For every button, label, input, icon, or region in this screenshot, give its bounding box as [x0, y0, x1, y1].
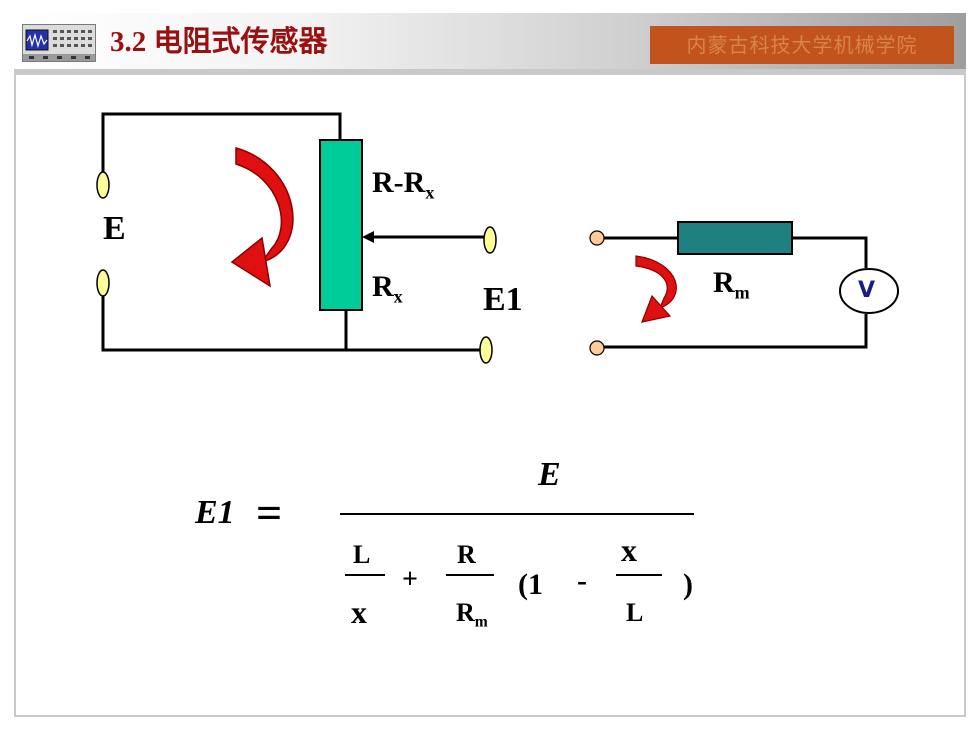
term1-numerator: L: [353, 540, 371, 569]
voltmeter-label: V: [858, 278, 876, 303]
term1-fraction-line: [345, 574, 385, 576]
slide-title: 3.2 电阻式传感器: [110, 26, 328, 58]
institution-badge: 内蒙古科技大学机械学院: [650, 26, 954, 64]
current-arrow-right: [635, 255, 677, 323]
term2-fraction-line: [446, 574, 494, 576]
wiper-arrowhead: [362, 231, 374, 243]
terminal-right-top: [589, 230, 605, 246]
term3-denominator: L: [626, 598, 644, 627]
slide-frame: [14, 13, 966, 717]
formula-minus: -: [577, 564, 587, 597]
terminal-right-bottom: [589, 340, 605, 356]
left-circuit-wires: [101, 112, 488, 352]
voltmeter-icon: [839, 268, 899, 314]
formula-numerator: E: [538, 456, 561, 493]
term2-numerator: R: [457, 540, 476, 569]
potentiometer-body: [319, 139, 363, 311]
terminal-e1-top: [483, 226, 497, 254]
label-e: E: [103, 210, 126, 247]
term1-denominator: x: [351, 594, 367, 630]
formula-lhs: E1: [195, 494, 235, 531]
label-rx: Rx: [372, 270, 403, 307]
label-rm: Rm: [713, 266, 750, 303]
current-arrow-left: [230, 147, 294, 288]
label-e1: E1: [483, 281, 523, 318]
oscilloscope-icon: [22, 24, 96, 62]
terminal-e-top: [96, 171, 110, 199]
institution-name: 内蒙古科技大学机械学院: [686, 33, 918, 57]
formula-close-paren: ): [683, 568, 693, 601]
load-resistor-body: [677, 221, 793, 255]
terminal-e1-bottom: [479, 336, 493, 364]
term2-denominator: Rm: [456, 598, 488, 631]
term3-fraction-line: [616, 574, 662, 576]
formula-open-paren: (1: [518, 568, 543, 601]
formula-equals: =: [256, 487, 283, 538]
formula-plus: +: [402, 564, 418, 595]
terminal-e-bottom: [96, 269, 110, 297]
label-r-minus-rx: R-Rx: [372, 166, 435, 203]
term3-numerator: x: [621, 532, 637, 568]
right-circuit-wires: [603, 236, 868, 349]
header-divider: [14, 69, 966, 75]
